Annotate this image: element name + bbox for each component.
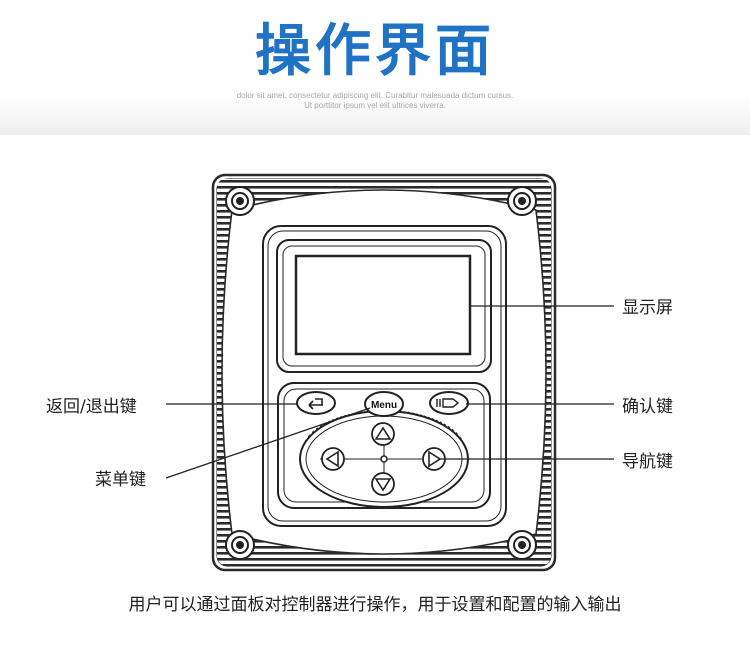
callout-nav-key: 导航键 xyxy=(622,452,673,472)
screw-top-left-icon xyxy=(225,186,255,216)
page-title: 操作界面 xyxy=(255,19,495,84)
confirm-key[interactable] xyxy=(429,391,469,415)
screw-top-right-icon xyxy=(507,186,537,216)
menu-key[interactable]: Menu xyxy=(364,391,404,417)
header-band xyxy=(0,0,750,135)
callout-display: 显示屏 xyxy=(622,298,673,318)
right-arrow-icon xyxy=(428,450,442,468)
left-key[interactable] xyxy=(321,447,345,471)
callout-menu-key: 菜单键 xyxy=(95,470,146,490)
enter-icon xyxy=(436,398,460,408)
back-key[interactable] xyxy=(296,391,336,415)
down-arrow-icon xyxy=(374,478,392,492)
callout-confirm-key: 确认键 xyxy=(622,397,673,417)
display-screen xyxy=(276,239,492,373)
caption: 用户可以通过面板对控制器进行操作，用于设置和配置的输入输出 xyxy=(128,595,622,615)
menu-key-leader-line xyxy=(165,407,371,479)
keypad xyxy=(277,382,491,509)
up-arrow-icon xyxy=(374,426,392,440)
subtitle-line-2: Ut porttitor ipsum vel elit ultrices viv… xyxy=(304,101,446,110)
left-arrow-icon xyxy=(325,450,339,468)
return-arrow-icon xyxy=(308,398,323,410)
screw-bottom-right-icon xyxy=(507,530,537,560)
callout-lines xyxy=(165,305,614,479)
callout-back-exit-key: 返回/退出键 xyxy=(46,397,137,417)
menu-key-label: Menu xyxy=(371,400,397,411)
up-key[interactable] xyxy=(371,422,395,446)
screw-bottom-left-icon xyxy=(225,530,255,560)
down-key[interactable] xyxy=(371,472,395,496)
subtitle-line-1: dolor sit amet, consectetur adipiscing e… xyxy=(236,91,514,100)
